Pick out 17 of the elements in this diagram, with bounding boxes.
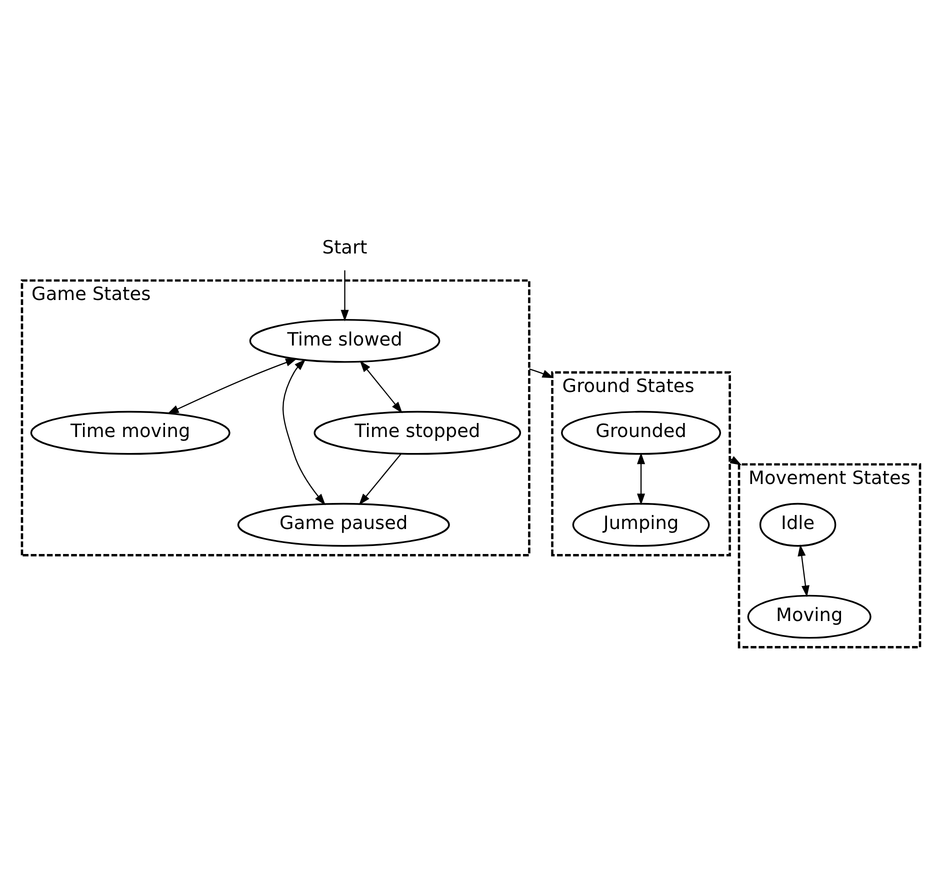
node-ellipse: Time stopped: [314, 410, 522, 454]
arrow: [167, 358, 298, 414]
node-ellipse: Jumping: [572, 502, 710, 546]
node-ellipse: Grounded: [561, 410, 722, 454]
arrow: [798, 544, 810, 597]
node-ellipse: Idle: [759, 502, 836, 546]
node-ellipse: Time moving: [30, 410, 230, 454]
arrow: [282, 358, 326, 505]
arrow: [637, 452, 646, 505]
arrow: [529, 368, 554, 378]
node-ellipse: Moving: [747, 594, 872, 638]
node-ellipse: Game paused: [237, 502, 450, 546]
arrow: [340, 270, 349, 321]
node-text: Start: [322, 237, 368, 258]
arrow: [358, 453, 402, 505]
node-ellipse: Time slowed: [249, 318, 440, 362]
arrow: [360, 360, 402, 413]
